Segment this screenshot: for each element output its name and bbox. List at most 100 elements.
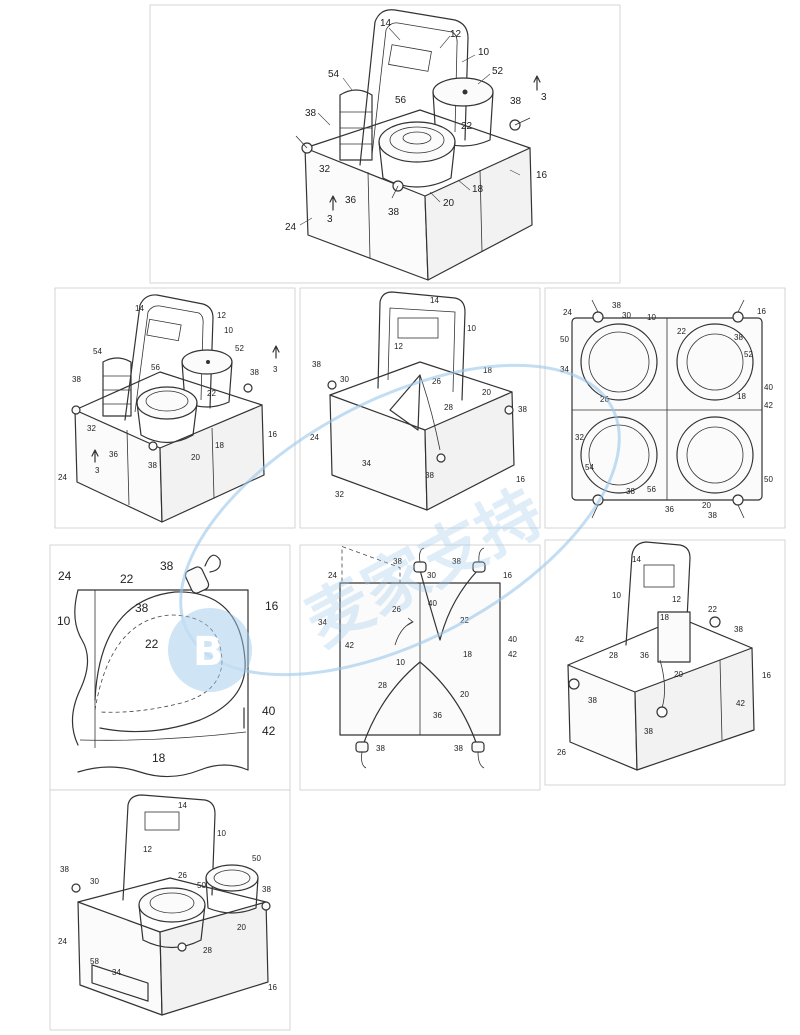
fig5-toggle-38 <box>184 554 221 594</box>
fig2-cup-lid <box>136 386 198 444</box>
fig8-label-6: 26 <box>178 871 187 880</box>
fig7-tote-open: 14 10 12 18 22 42 38 28 36 20 38 16 42 3… <box>557 541 771 771</box>
fig7-label-6: 42 <box>575 635 584 644</box>
fig1-label-5: 52 <box>492 66 504 77</box>
fig1-label-1: 14 <box>380 18 392 29</box>
fig7-label-1: 14 <box>632 555 641 564</box>
fig1-label-3: 10 <box>478 47 490 58</box>
fig8-label-14: 34 <box>112 968 121 977</box>
fig2-label-9: 22 <box>207 389 216 398</box>
fig8-tote-with-cups: 14 10 12 38 30 26 50 50 38 24 20 28 58 3… <box>58 794 277 1016</box>
fig5-label-10: 18 <box>152 751 166 765</box>
fig1-label-9: 22 <box>461 121 473 132</box>
fig5-label-5: 38 <box>135 601 149 615</box>
fig3-label-7: 28 <box>444 403 453 412</box>
watermark-logo-glyph: B <box>193 629 224 675</box>
fig5-label-3: 22 <box>120 572 134 586</box>
fig2-label-10: 38 <box>250 368 259 377</box>
fig2-right-face <box>159 404 265 523</box>
fig7-label-7: 38 <box>734 625 743 634</box>
fig7-label-4: 18 <box>660 613 669 622</box>
fig8-toggles <box>71 883 271 952</box>
fig2-label-18: 20 <box>191 453 200 462</box>
fig1-label-16: 20 <box>443 198 455 209</box>
fig7-side-seam <box>719 659 723 741</box>
fig3-label-1: 14 <box>430 296 439 305</box>
fig4-label-15: 32 <box>575 433 584 442</box>
fig6-cord-upper <box>419 569 479 641</box>
fig3-tote-folded: 14 10 12 38 30 26 28 20 18 38 24 34 38 1… <box>310 291 527 609</box>
fig8-label-1: 14 <box>178 801 187 810</box>
fig3-divider-26 <box>389 374 421 431</box>
fig2-handle-inner <box>134 305 204 413</box>
fig1-cup-lid <box>378 121 456 188</box>
fig1-section-arrow-bottom <box>329 195 337 211</box>
fig4-label-19: 36 <box>665 505 674 514</box>
fig3-label-11: 24 <box>310 433 319 442</box>
fig7-handle-slot <box>643 564 675 588</box>
fig7-right-face <box>634 647 755 771</box>
fig2-label-5: 52 <box>235 344 244 353</box>
fig5-label-1: 38 <box>160 559 174 573</box>
fig6-label-2: 38 <box>452 557 461 566</box>
fig5-label-7: 22 <box>145 637 159 651</box>
fig6-label-7: 34 <box>318 618 327 627</box>
fig3-label-8: 20 <box>482 388 491 397</box>
fig6-label-5: 16 <box>503 571 512 580</box>
fig1-section-arrow-top <box>533 75 541 91</box>
fig3-label-12: 34 <box>362 459 371 468</box>
fig6-label-16: 20 <box>460 690 469 699</box>
fig3-label-14: 16 <box>516 475 525 484</box>
fig4-label-3: 30 <box>622 311 631 320</box>
fig8-label-9: 38 <box>262 885 271 894</box>
fig3-label-2: 10 <box>467 324 476 333</box>
fig6-arrow <box>394 617 414 646</box>
fig7-insert-18 <box>657 611 691 663</box>
fig2-label-8: 38 <box>72 375 81 384</box>
fig7-label-2: 10 <box>612 591 621 600</box>
fig8-handle-slot <box>144 811 180 831</box>
fig7-label-3: 12 <box>672 595 681 604</box>
fig6-label-3: 24 <box>328 571 337 580</box>
fig4-label-20: 20 <box>702 501 711 510</box>
fig5-label-2: 24 <box>58 569 72 583</box>
fig6-cord-left <box>361 661 421 749</box>
fig1-toggle-front <box>391 180 404 199</box>
fig2-cup-stack-54 <box>102 357 132 417</box>
fig3-right-face <box>424 391 515 511</box>
fig3-label-5: 30 <box>340 375 349 384</box>
fig5-break-left <box>71 589 89 746</box>
fig8-cup-50 <box>205 864 259 914</box>
fig2-toggle-right <box>243 383 253 393</box>
fig8-label-2: 10 <box>217 829 226 838</box>
fig8-label-12: 28 <box>203 946 212 955</box>
fig1-label-13: 36 <box>345 195 357 206</box>
fig8-label-15: 16 <box>268 983 277 992</box>
fig3-handle <box>377 291 466 401</box>
fig1-label-2: 12 <box>450 29 462 40</box>
fig2-side-seam <box>211 427 215 499</box>
fig5-label-9: 42 <box>262 724 276 738</box>
fig4-label-7: 22 <box>677 327 686 336</box>
fig1-tote-perspective: 14 12 10 54 52 56 38 3 22 38 32 16 36 18… <box>285 9 548 281</box>
fig7-toggles <box>568 616 721 718</box>
fig2-section-arrow-top <box>272 345 280 359</box>
fig1-toggle-left <box>295 135 313 154</box>
fig4-label-17: 38 <box>626 487 635 496</box>
fig1-label-18: 3 <box>327 214 333 225</box>
fig7-label-8: 28 <box>609 651 618 660</box>
fig1-label-11: 32 <box>319 164 331 175</box>
fig4-cup-bottom-right <box>676 416 754 494</box>
fig3-handle-inner <box>387 307 456 393</box>
fig1-side-seam <box>479 169 483 253</box>
fig4-top-view: 24 38 30 10 16 50 22 52 38 34 40 42 26 1… <box>560 299 773 520</box>
fig5-strap-dashed <box>94 614 223 713</box>
fig4-label-16: 54 <box>585 463 594 472</box>
fig2-cup-52 <box>181 349 233 408</box>
fig3-label-3: 12 <box>394 342 403 351</box>
fig4-toggles <box>591 299 745 519</box>
fig4-cup-top-right <box>676 323 754 401</box>
fig7-label-12: 16 <box>762 671 771 680</box>
fig6-label-14: 10 <box>396 658 405 667</box>
